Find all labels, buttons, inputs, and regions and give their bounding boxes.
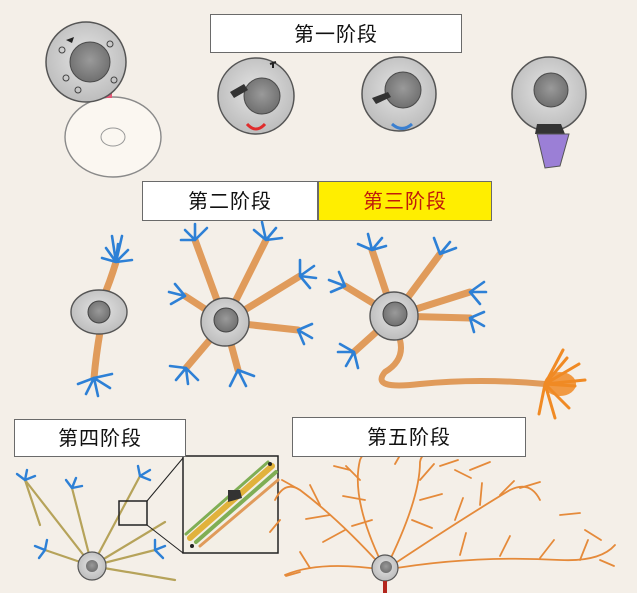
stage5-label: 第五阶段	[292, 417, 526, 457]
stage1-cell-c	[361, 56, 437, 132]
stage4-inset	[182, 455, 280, 554]
stage1-label: 第一阶段	[210, 14, 462, 53]
stage2-label: 第二阶段	[142, 181, 318, 221]
stage1-cell-d	[511, 56, 587, 169]
stage4-label: 第四阶段	[14, 419, 186, 457]
stage5-neuron	[269, 449, 616, 593]
stage3-neuron-axon	[327, 232, 587, 420]
stage4-neuron	[15, 457, 184, 582]
stage3-label: 第三阶段	[318, 181, 492, 221]
stage2-neuron	[70, 234, 134, 398]
stage1-cell-b	[217, 57, 295, 135]
stage3-neuron	[167, 220, 318, 388]
stage1-cell-a	[45, 21, 162, 178]
